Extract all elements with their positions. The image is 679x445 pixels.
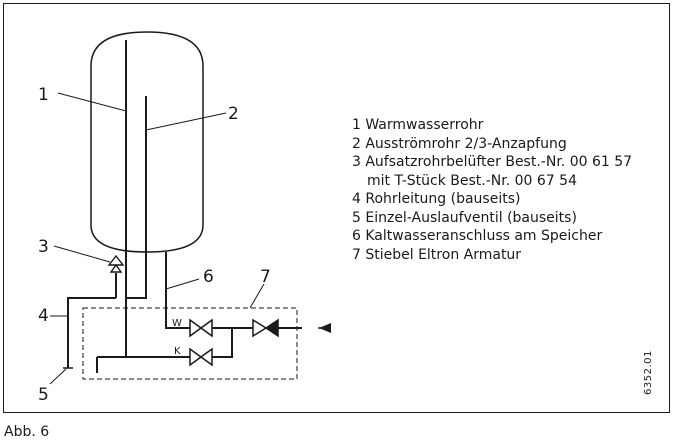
legend-item-1: 1 Warmwasserrohr <box>352 117 484 133</box>
legend-item-4: 4 Rohrleitung (bauseits) <box>352 191 521 207</box>
legend-item-5: 5 Einzel-Auslaufventil (bauseits) <box>352 209 577 226</box>
document-number: 6352.01 <box>643 350 654 395</box>
valve-warm <box>189 318 213 338</box>
callout-7: 7 <box>260 267 271 287</box>
callout-6: 6 <box>203 267 214 287</box>
legend-item-3: 3 Aufsatzrohrbelüfter Best.-Nr. 00 61 57 <box>352 154 633 170</box>
legend-item-6: 6 Kaltwasseranschluss am Speicher <box>352 228 603 244</box>
legend-list: 1 Warmwasserrohr 2 Ausströmrohr 2/3-Anza… <box>352 116 632 264</box>
on-site-line <box>67 297 116 368</box>
callout-2: 2 <box>228 104 239 124</box>
valve-label-k: K <box>174 346 181 357</box>
legend-item-2: 2 Ausströmrohr 2/3-Anzapfung <box>352 135 567 152</box>
aerator-symbol <box>107 254 125 273</box>
valve-cold <box>189 347 213 367</box>
legend-item-7: 7 Stiebel Eltron Armatur <box>352 246 522 263</box>
cold-water-pipe <box>165 252 190 329</box>
outflow-pipe <box>126 96 147 299</box>
callout-5: 5 <box>38 385 49 405</box>
callout-1: 1 <box>38 85 49 105</box>
storage-tank <box>90 31 204 253</box>
callout-3: 3 <box>38 237 49 257</box>
figure-frame <box>3 3 670 413</box>
legend-item-3-continued: mit T-Stück Best.-Nr. 00 67 54 <box>367 172 577 189</box>
valve-label-w: W <box>172 318 182 329</box>
check-valve <box>252 318 279 338</box>
figure-caption: Abb. 6 <box>4 424 50 440</box>
inlet-arrow <box>319 323 331 333</box>
armature-boundary <box>82 307 298 380</box>
callout-4: 4 <box>38 306 49 326</box>
